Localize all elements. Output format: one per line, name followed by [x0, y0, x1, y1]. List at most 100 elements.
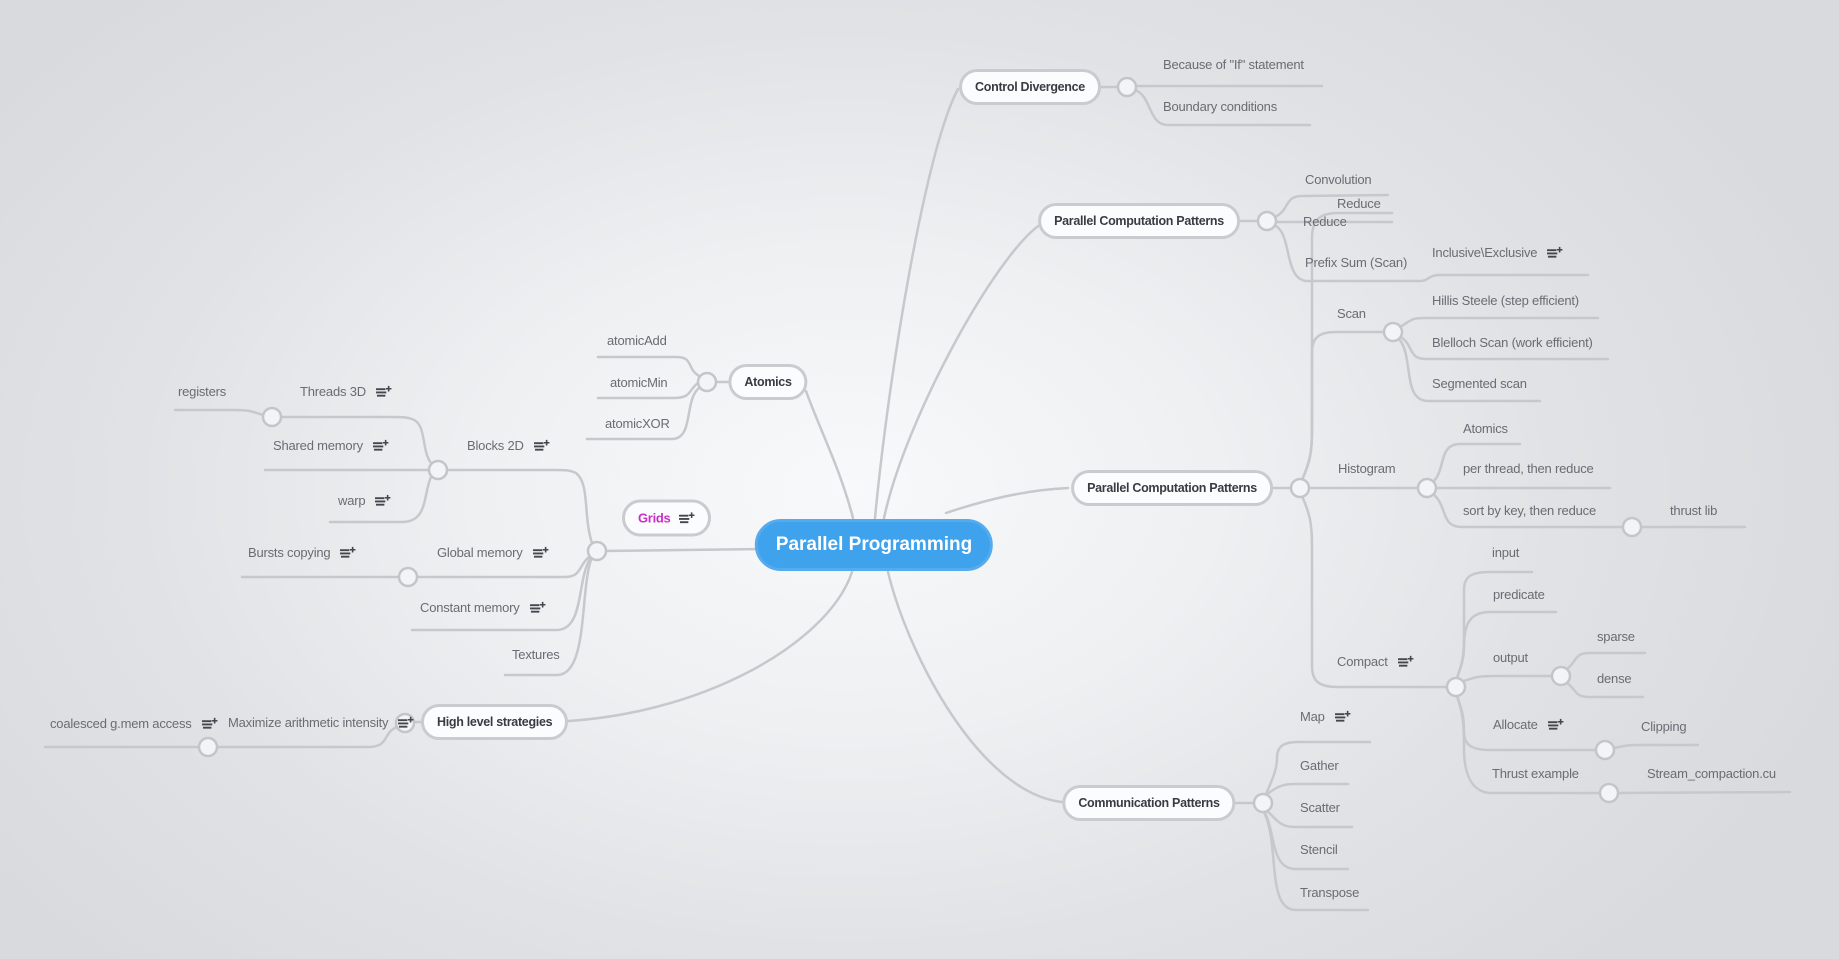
node-grids[interactable]: Grids — [622, 499, 712, 537]
collapse-toggle[interactable] — [1289, 477, 1311, 499]
node-stream-compaction[interactable]: Stream_compaction.cu — [1647, 766, 1776, 781]
node-map[interactable]: Map — [1300, 709, 1351, 724]
collapse-toggle[interactable] — [586, 540, 608, 562]
node-output[interactable]: output — [1493, 650, 1528, 665]
collapse-toggle[interactable] — [1416, 477, 1438, 499]
note-icon[interactable] — [374, 494, 391, 508]
collapse-toggle[interactable] — [1256, 210, 1278, 232]
node-allocate[interactable]: Allocate — [1493, 717, 1564, 732]
node-threads-3d[interactable]: Threads 3D — [300, 384, 392, 399]
node-histogram-atomics[interactable]: Atomics — [1463, 421, 1508, 436]
node-atomic-xor[interactable]: atomicXOR — [605, 416, 670, 431]
node-label: Histogram — [1338, 461, 1396, 476]
note-icon[interactable] — [533, 439, 550, 453]
note-icon[interactable] — [529, 601, 546, 615]
node-convolution[interactable]: Convolution — [1305, 172, 1372, 187]
collapse-toggle[interactable] — [1594, 739, 1616, 761]
node-coalesced-gmem-access[interactable]: coalesced g.mem access — [50, 716, 218, 731]
node-thrust-example[interactable]: Thrust example — [1492, 766, 1579, 781]
collapse-toggle[interactable] — [261, 406, 283, 428]
note-icon[interactable] — [1547, 718, 1564, 732]
node-atomics[interactable]: Atomics — [728, 364, 808, 400]
node-label: Threads 3D — [300, 384, 366, 399]
node-high-level-strategies[interactable]: High level strategies — [421, 704, 569, 740]
node-clipping[interactable]: Clipping — [1641, 719, 1687, 734]
collapse-toggle[interactable] — [427, 459, 449, 481]
node-label: Stream_compaction.cu — [1647, 766, 1776, 781]
node-histogram[interactable]: Histogram — [1338, 461, 1396, 476]
node-prefix-sum-scan[interactable]: Prefix Sum (Scan) — [1305, 255, 1407, 270]
node-input[interactable]: input — [1492, 545, 1519, 560]
node-reduce-right[interactable]: Reduce — [1337, 196, 1381, 211]
collapse-toggle[interactable] — [696, 371, 718, 393]
node-stencil[interactable]: Stencil — [1300, 842, 1338, 857]
node-label: Prefix Sum (Scan) — [1305, 255, 1408, 270]
node-blelloch-scan[interactable]: Blelloch Scan (work efficient) — [1432, 335, 1593, 350]
node-maximize-arithmetic-intensity[interactable]: Maximize arithmetic intensity — [228, 715, 414, 730]
node-blocks-2d[interactable]: Blocks 2D — [467, 438, 550, 453]
note-icon[interactable] — [375, 385, 392, 399]
node-parallel-computation-patterns-right[interactable]: Parallel Computation Patterns — [1071, 470, 1273, 506]
node-bursts-copying[interactable]: Bursts copying — [248, 545, 356, 560]
collapse-toggle[interactable] — [1621, 516, 1643, 538]
node-dense[interactable]: dense — [1597, 671, 1632, 686]
node-parallel-programming[interactable]: Parallel Programming — [754, 519, 994, 571]
node-communication-patterns[interactable]: Communication Patterns — [1062, 785, 1236, 821]
note-icon[interactable] — [532, 546, 549, 560]
note-icon[interactable] — [397, 716, 414, 730]
collapse-toggle[interactable] — [1252, 792, 1274, 814]
note-icon[interactable] — [1397, 655, 1414, 669]
node-registers[interactable]: registers — [178, 384, 226, 399]
node-parallel-computation-patterns-top[interactable]: Parallel Computation Patterns — [1038, 203, 1240, 239]
collapse-toggle[interactable] — [1445, 676, 1467, 698]
collapse-toggle[interactable] — [1550, 665, 1572, 687]
collapse-toggle[interactable] — [1598, 782, 1620, 804]
node-label: Atomics — [1463, 421, 1508, 436]
collapse-toggle[interactable] — [1116, 76, 1138, 98]
node-predicate[interactable]: predicate — [1493, 587, 1545, 602]
node-warp[interactable]: warp — [338, 493, 391, 508]
note-icon[interactable] — [339, 546, 356, 560]
note-icon[interactable] — [678, 511, 695, 525]
node-per-thread-then-reduce[interactable]: per thread, then reduce — [1463, 461, 1594, 476]
node-label: Inclusive\Exclusive — [1432, 245, 1538, 260]
node-label: Compact — [1337, 654, 1388, 669]
node-label: atomicXOR — [605, 416, 670, 431]
node-inclusive-exclusive[interactable]: Inclusive\Exclusive — [1432, 245, 1563, 260]
node-label: Parallel Computation Patterns — [1087, 481, 1257, 495]
node-sparse[interactable]: sparse — [1597, 629, 1635, 644]
node-scatter[interactable]: Scatter — [1300, 800, 1340, 815]
note-icon[interactable] — [201, 717, 218, 731]
node-scan[interactable]: Scan — [1337, 306, 1366, 321]
node-label: Blelloch Scan (work efficient) — [1432, 335, 1593, 350]
collapse-toggle[interactable] — [197, 736, 219, 758]
node-label: Because of "If" statement — [1163, 57, 1304, 72]
node-segmented-scan[interactable]: Segmented scan — [1432, 376, 1527, 391]
note-icon[interactable] — [1334, 710, 1351, 724]
note-icon[interactable] — [1546, 246, 1563, 260]
node-control-divergence[interactable]: Control Divergence — [959, 69, 1101, 105]
node-compact[interactable]: Compact — [1337, 654, 1414, 669]
node-label: Convolution — [1305, 172, 1372, 187]
node-reduce-top[interactable]: Reduce — [1303, 214, 1347, 229]
node-because-of-if-statement[interactable]: Because of "If" statement — [1163, 57, 1304, 72]
node-transpose[interactable]: Transpose — [1300, 885, 1359, 900]
node-textures[interactable]: Textures — [512, 647, 560, 662]
node-atomic-min[interactable]: atomicMin — [610, 375, 668, 390]
node-hillis-steele[interactable]: Hillis Steele (step efficient) — [1432, 293, 1579, 308]
node-label: Map — [1300, 709, 1325, 724]
node-gather[interactable]: Gather — [1300, 758, 1339, 773]
node-atomic-add[interactable]: atomicAdd — [607, 333, 667, 348]
node-sort-by-key-then-reduce[interactable]: sort by key, then reduce — [1463, 503, 1596, 518]
node-label: coalesced g.mem access — [50, 716, 192, 731]
node-boundary-conditions[interactable]: Boundary conditions — [1163, 99, 1277, 114]
collapse-toggle[interactable] — [1382, 321, 1404, 343]
collapse-toggle[interactable] — [397, 566, 419, 588]
node-shared-memory[interactable]: Shared memory — [273, 438, 389, 453]
node-label: Stencil — [1300, 842, 1338, 857]
node-thrust-lib[interactable]: thrust lib — [1670, 503, 1717, 518]
node-constant-memory[interactable]: Constant memory — [420, 600, 546, 615]
note-icon[interactable] — [372, 439, 389, 453]
node-global-memory[interactable]: Global memory — [437, 545, 549, 560]
